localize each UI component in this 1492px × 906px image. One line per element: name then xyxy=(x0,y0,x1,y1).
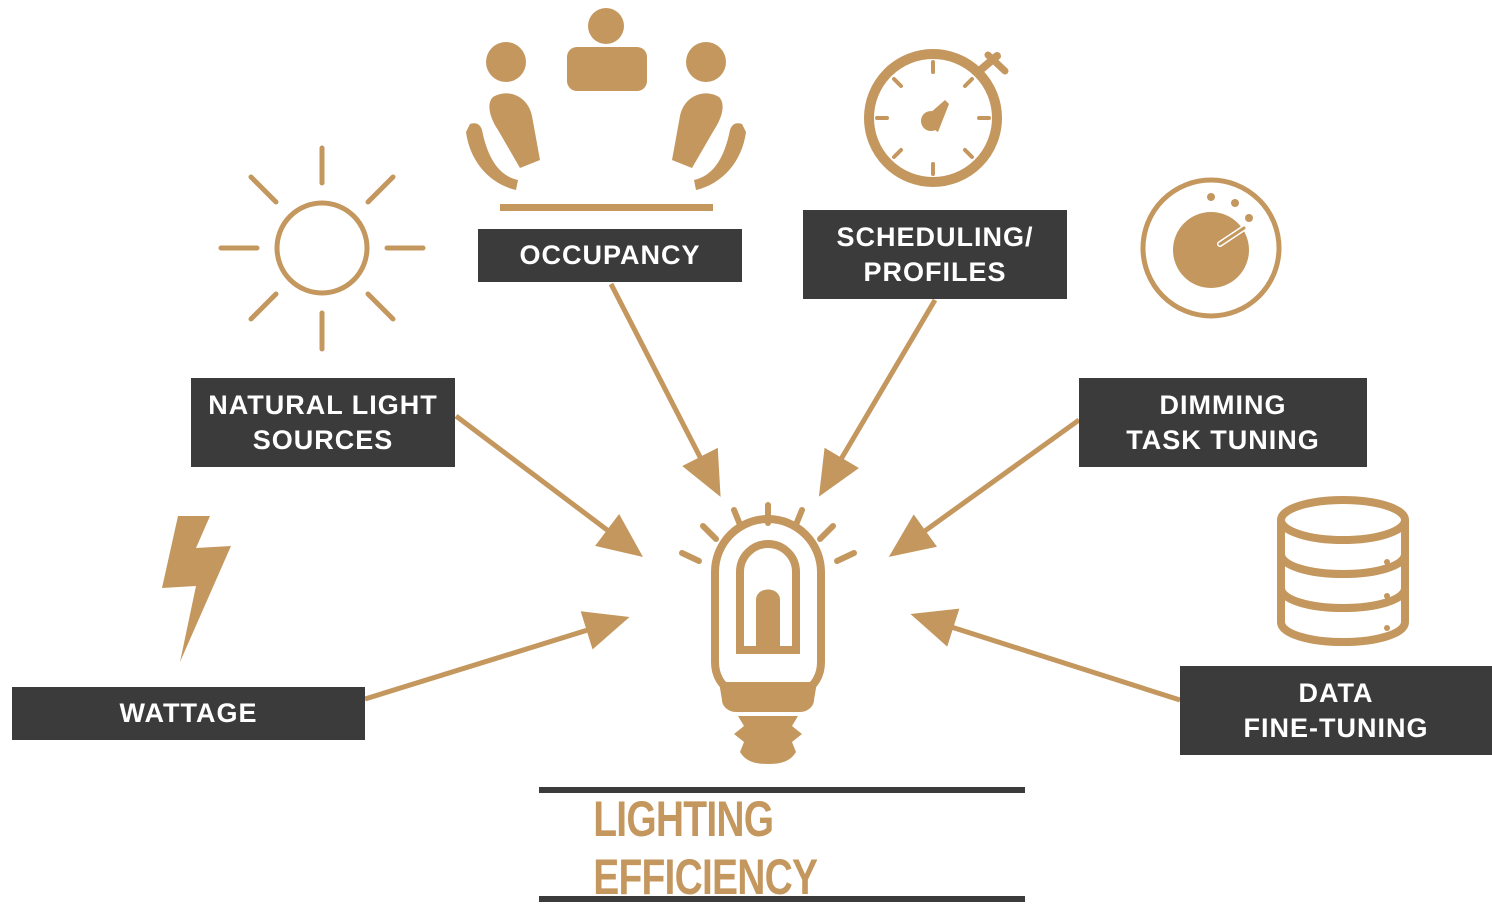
data-label-line-1: DATA xyxy=(1298,678,1374,709)
arrow-natural xyxy=(454,414,643,558)
arrow-data xyxy=(910,608,1181,703)
diagram-title: LIGHTING EFFICIENCY xyxy=(593,791,818,905)
dimming-label-line-1: DIMMING xyxy=(1159,390,1287,421)
wattage-label: WATTAGE xyxy=(12,687,365,740)
dimmer-knob-icon xyxy=(1140,177,1282,319)
occupancy-label: OCCUPANCY xyxy=(478,229,742,282)
natural-label-line-2: SOURCES xyxy=(252,424,394,455)
title-rule-top xyxy=(539,787,1025,793)
database-icon xyxy=(1277,496,1409,647)
scheduling-label-line-1: SCHEDULING/ xyxy=(836,222,1034,253)
scheduling-label-line-2: PROFILES xyxy=(863,256,1007,287)
data-fine-tuning-label: DATA FINE-TUNING xyxy=(1180,666,1492,755)
arrow-wattage xyxy=(364,611,630,702)
dimming-label-line-2: TASK TUNING xyxy=(1126,424,1320,455)
sun-icon xyxy=(218,145,426,352)
occupancy-label-line-1: OCCUPANCY xyxy=(519,240,701,271)
title-rule-bottom xyxy=(539,896,1025,902)
light-bulb-icon xyxy=(679,502,857,764)
arrow-dimming xyxy=(888,417,1081,557)
meeting-people-icon xyxy=(466,8,746,211)
natural-label-line-1: NATURAL LIGHT xyxy=(208,390,438,421)
data-label-line-2: FINE-TUNING xyxy=(1243,712,1429,743)
lightning-bolt-icon xyxy=(162,516,231,662)
arrow-occupancy xyxy=(608,282,721,497)
dimming-task-tuning-label: DIMMING TASK TUNING xyxy=(1079,378,1367,467)
wattage-label-line-1: WATTAGE xyxy=(119,698,258,729)
scheduling-profiles-label: SCHEDULING/ PROFILES xyxy=(803,210,1067,299)
arrows xyxy=(364,282,1181,703)
stopwatch-icon xyxy=(864,49,1009,187)
arrow-scheduling xyxy=(818,298,938,497)
natural-light-sources-label: NATURAL LIGHT SOURCES xyxy=(191,378,455,467)
